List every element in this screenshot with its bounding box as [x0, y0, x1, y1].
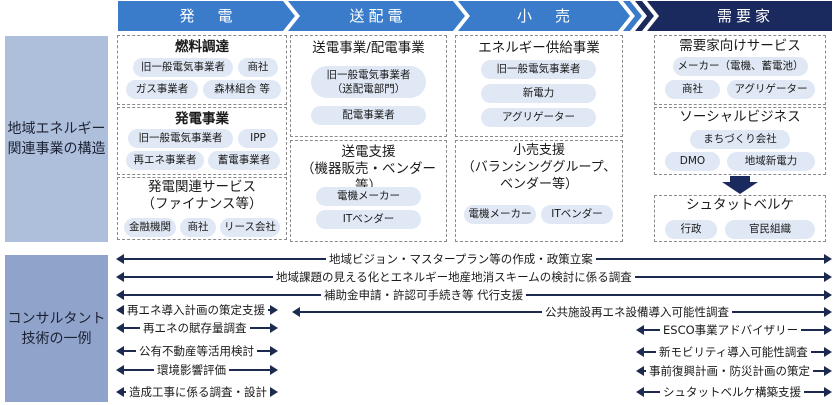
group-title: ソーシャルビジネス [679, 109, 801, 125]
group-social-business: ソーシャルビジネス まちづくり会社 DMO 地域新電力 [654, 107, 826, 175]
pill-electric-maker: 電機メーカー [316, 187, 421, 206]
pill-it-vendor: ITベンダー [541, 205, 613, 224]
pill-electric-maker: 電機メーカー [464, 205, 536, 224]
phase-chevrons [118, 1, 832, 31]
arrow-label: 新モビリティ導入可能性調査 [656, 343, 811, 361]
consulting-arrow-visualization: 地域課題の見える化とエネルギー地産地消スキームの検討に係る調査 [116, 268, 832, 286]
pill-forestry-union: 森林組合 等 [203, 80, 281, 99]
phase-label-retail: 小 売 [516, 7, 574, 25]
pill-gas-company: ガス事業者 [126, 80, 198, 99]
pill-trading-company: 商社 [238, 58, 278, 77]
pill-aggregator: アグリゲーター [481, 108, 596, 127]
pill-former-utility: 旧一般電気事業者 [128, 129, 233, 148]
consulting-arrow-re-potential: 再エネの賦存量調査 [116, 319, 278, 337]
group-fuel-procurement: 燃料調達 旧一般電気事業者 商社 ガス事業者 森林組合 等 [117, 35, 287, 105]
consulting-arrow-public-facility: 公共施設再エネ設備導入可能性調査 [292, 303, 832, 321]
pill-it-vendor: ITベンダー [316, 210, 421, 229]
group-title: 発電関連サービス （ファイナンス等） [141, 179, 263, 212]
pill-former-utility-td: 旧一般電気事業者 （送配電部門） [311, 66, 426, 98]
arrow-label: 地域ビジョン・マスタープラン等の作成・政策立案 [326, 250, 596, 268]
phase-label-transmission: 送配電 [349, 7, 407, 25]
side-panel-consulting: コンサルタント 技術の一例 [5, 255, 108, 402]
chevron-consumer [647, 1, 832, 31]
group-title: 送電事業/配電事業 [312, 40, 425, 56]
group-title: 小売支援 （バランシンググループ、 ベンダー等） [461, 143, 617, 192]
consulting-arrow-eia: 環境影響評価 [116, 361, 278, 379]
consulting-arrow-subsidy: 補助金申請・許認可手続き等 代行支援 [116, 286, 832, 304]
chevron-generation [118, 1, 295, 31]
pill-trading-company: 商社 [665, 80, 720, 99]
consulting-arrow-public-property: 公有不動産等活用検討 [116, 342, 278, 360]
group-consumer-services: 需要家向けサービス メーカー（電機、蓄電池） 商社 アグリゲーター [654, 35, 826, 105]
group-retail-support: 小売支援 （バランシンググループ、 ベンダー等） 電機メーカー ITベンダー [455, 140, 623, 242]
pill-storage-operator: 蓄電事業者 [208, 151, 280, 170]
chevron-double-2 [635, 1, 654, 31]
pill-leasing-company: リース会社 [220, 218, 280, 237]
arrow-label: 公共施設再エネ設備導入可能性調査 [542, 303, 732, 321]
pill-dmo: DMO [665, 152, 720, 171]
chevron-transmission [288, 1, 465, 31]
group-transmission-business: 送電事業/配電事業 旧一般電気事業者 （送配電部門） 配電事業者 [290, 35, 447, 137]
group-transmission-support: 送電支援 （機器販売・ベンダー等） 電機メーカー ITベンダー [290, 140, 447, 242]
arrow-label: 再エネ導入計画の策定支援 [124, 301, 268, 319]
arrow-label: 環境影響評価 [154, 361, 229, 379]
arrow-label: 再エネの賦存量調査 [140, 319, 250, 337]
pill-aggregator: アグリゲーター [727, 80, 815, 99]
pill-town-dev-company: まちづくり会社 [690, 130, 790, 149]
pill-trading-company: 商社 [180, 218, 216, 237]
consulting-arrow-esco: ESCO事業アドバイザリー [636, 321, 832, 339]
group-title: 需要家向けサービス [679, 38, 801, 54]
group-title: エネルギー供給事業 [478, 40, 600, 56]
chevron-retail [458, 1, 630, 31]
arrow-label: 補助金申請・許認可手続き等 代行支援 [321, 286, 527, 304]
down-arrow-icon [722, 176, 758, 194]
group-energy-supply: エネルギー供給事業 旧一般電気事業者 新電力 アグリゲーター [455, 35, 623, 137]
consulting-arrow-mobility: 新モビリティ導入可能性調査 [636, 343, 832, 361]
pill-distribution-operator: 配電事業者 [311, 106, 426, 125]
arrow-label: 地域課題の見える化とエネルギー地産地消スキームの検討に係る調査 [273, 268, 635, 286]
consulting-arrow-construction: 造成工事に係る調査・設計 [116, 383, 278, 401]
pill-government: 行政 [665, 220, 717, 239]
pill-new-power: 新電力 [481, 84, 596, 103]
pill-former-utility: 旧一般電気事業者 [481, 60, 596, 79]
chevron-double-1 [623, 1, 642, 31]
phase-header: 発 電 送配電 小 売 需要家 [118, 1, 832, 31]
group-power-generation: 発電事業 旧一般電気事業者 IPP 再エネ事業者 蓄電事業者 [117, 107, 287, 175]
side-panel-structure: 地域エネルギー 関連事業の構造 [5, 36, 108, 242]
arrow-label: 公有不動産等活用検討 [136, 342, 257, 360]
group-stadtwerke: シュタットベルケ 行政 官民組織 [654, 195, 826, 242]
consulting-arrow-recovery: 事前復興計画・防災計画の策定 [636, 362, 832, 380]
pill-financial-institution: 金融機関 [124, 218, 176, 237]
phase-label-consumer: 需要家 [716, 7, 774, 25]
pill-public-private: 官民組織 [725, 220, 815, 239]
pill-maker: メーカー（電機、蓄電池） [673, 57, 808, 76]
arrow-label: 事前復興計画・防災計画の策定 [646, 362, 813, 380]
phase-label-generation: 発 電 [179, 7, 237, 25]
pill-renewable-operator: 再エネ事業者 [126, 151, 204, 170]
group-title: 燃料調達 [175, 39, 229, 55]
arrow-label: ESCO事業アドバイザリー [660, 321, 802, 339]
consulting-arrow-re-plan: 再エネ導入計画の策定支援 [116, 301, 278, 319]
arrow-label: 造成工事に係る調査・設計 [126, 383, 270, 401]
arrow-label: シュタットベルケ構築支援 [660, 383, 804, 401]
pill-ipp: IPP [238, 129, 278, 148]
group-title: 発電事業 [175, 111, 229, 127]
group-generation-services: 発電関連サービス （ファイナンス等） 金融機関 商社 リース会社 [117, 177, 287, 240]
consulting-arrow-vision: 地域ビジョン・マスタープラン等の作成・政策立案 [116, 250, 832, 268]
group-title: シュタットベルケ [686, 197, 794, 213]
pill-regional-power: 地域新電力 [727, 152, 815, 171]
pill-former-utility: 旧一般電気事業者 [133, 58, 233, 77]
consulting-arrow-stadtwerke: シュタットベルケ構築支援 [636, 383, 832, 401]
